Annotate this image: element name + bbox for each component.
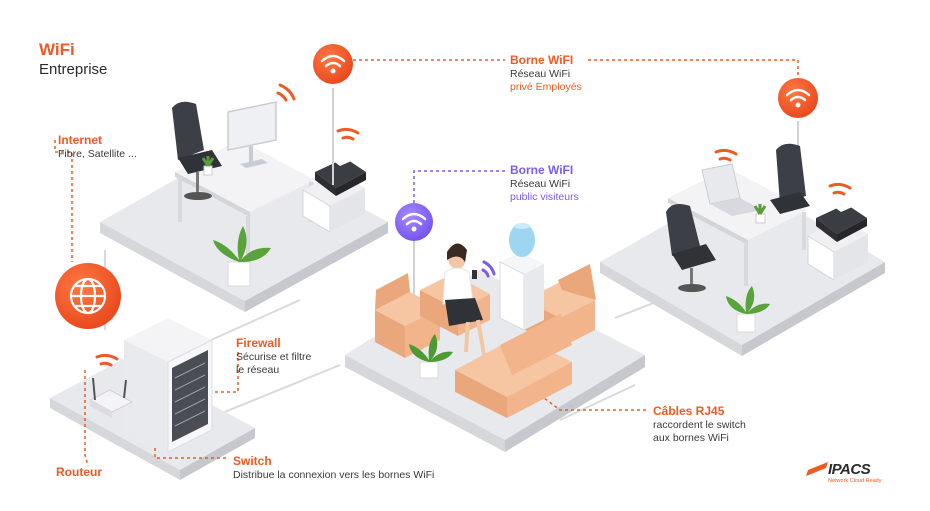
label-text: Sécurise et filtre (236, 351, 312, 363)
globe-icon (55, 263, 121, 329)
wifi-icon (481, 260, 496, 278)
title-entreprise: Entreprise (39, 61, 108, 78)
printer-icon (807, 198, 868, 281)
label-firewall: Firewall Sécurise et filtre le réseau (236, 336, 311, 377)
logo-tagline: Network Cloud Ready (828, 478, 882, 484)
water-cooler-icon (499, 223, 544, 331)
label-title: Routeur (56, 465, 102, 479)
plant-icon (409, 334, 453, 379)
logo-name: IPACS (828, 461, 871, 478)
plant-icon (753, 204, 767, 224)
label-title: Borne WiFI (510, 53, 574, 67)
wifi-icon (276, 83, 360, 141)
title-wifi: WiFi (39, 40, 75, 59)
server-rack-icon (124, 318, 213, 453)
label-title: Internet (58, 133, 103, 147)
label-internet: Internet Fibre, Satellite ... (58, 133, 137, 161)
ipacs-logo: IPACS Network Cloud Ready (828, 462, 882, 485)
connector-lines (54, 59, 799, 467)
office-floor-employees (100, 143, 388, 312)
label-borne-visiteurs: Borne WiFI Réseau WiFi public visiteurs (510, 163, 579, 204)
wifi-access-point-visitors (395, 203, 433, 241)
plant-icon (726, 286, 770, 333)
page-title: WiFi Entreprise (39, 40, 107, 79)
label-text: le réseau (236, 364, 280, 376)
label-text: Réseau WiFi (510, 68, 571, 80)
label-title: Borne WiFI (510, 163, 574, 177)
laptop-icon (701, 163, 762, 216)
plant-icon (201, 156, 215, 176)
label-text-highlight: privé Employés (510, 81, 582, 93)
person-icon (442, 243, 486, 356)
label-title: Câbles RJ45 (653, 404, 725, 418)
logo-mark (806, 462, 828, 476)
wifi-access-point-right (778, 78, 818, 118)
wifi-icon (95, 353, 119, 367)
label-switch: Switch Distribue la connexion vers les b… (233, 454, 434, 482)
wifi-icon (714, 148, 852, 196)
label-text: Fibre, Satellite ... (58, 148, 137, 160)
label-text: Distribue la connexion vers les bornes W… (233, 469, 435, 481)
label-text: Réseau WiFi (510, 178, 571, 190)
label-title: Firewall (236, 336, 281, 350)
label-cables: Câbles RJ45 raccordent le switch aux bor… (653, 404, 746, 445)
label-title: Switch (233, 454, 272, 468)
label-routeur: Routeur (56, 465, 102, 480)
router-icon (88, 377, 134, 418)
office-floor-right (600, 180, 885, 356)
office-chair-icon (666, 143, 810, 292)
label-text: raccordent le switch (653, 419, 746, 431)
wifi-access-point-employees (313, 44, 353, 84)
monitor-icon (227, 101, 277, 168)
plant-icon (213, 226, 271, 287)
label-borne-employes: Borne WiFI Réseau WiFi privé Employés (510, 53, 582, 94)
label-text-highlight: public visiteurs (510, 191, 579, 203)
printer-icon (302, 152, 366, 233)
label-text: aux bornes WiFi (653, 432, 729, 444)
